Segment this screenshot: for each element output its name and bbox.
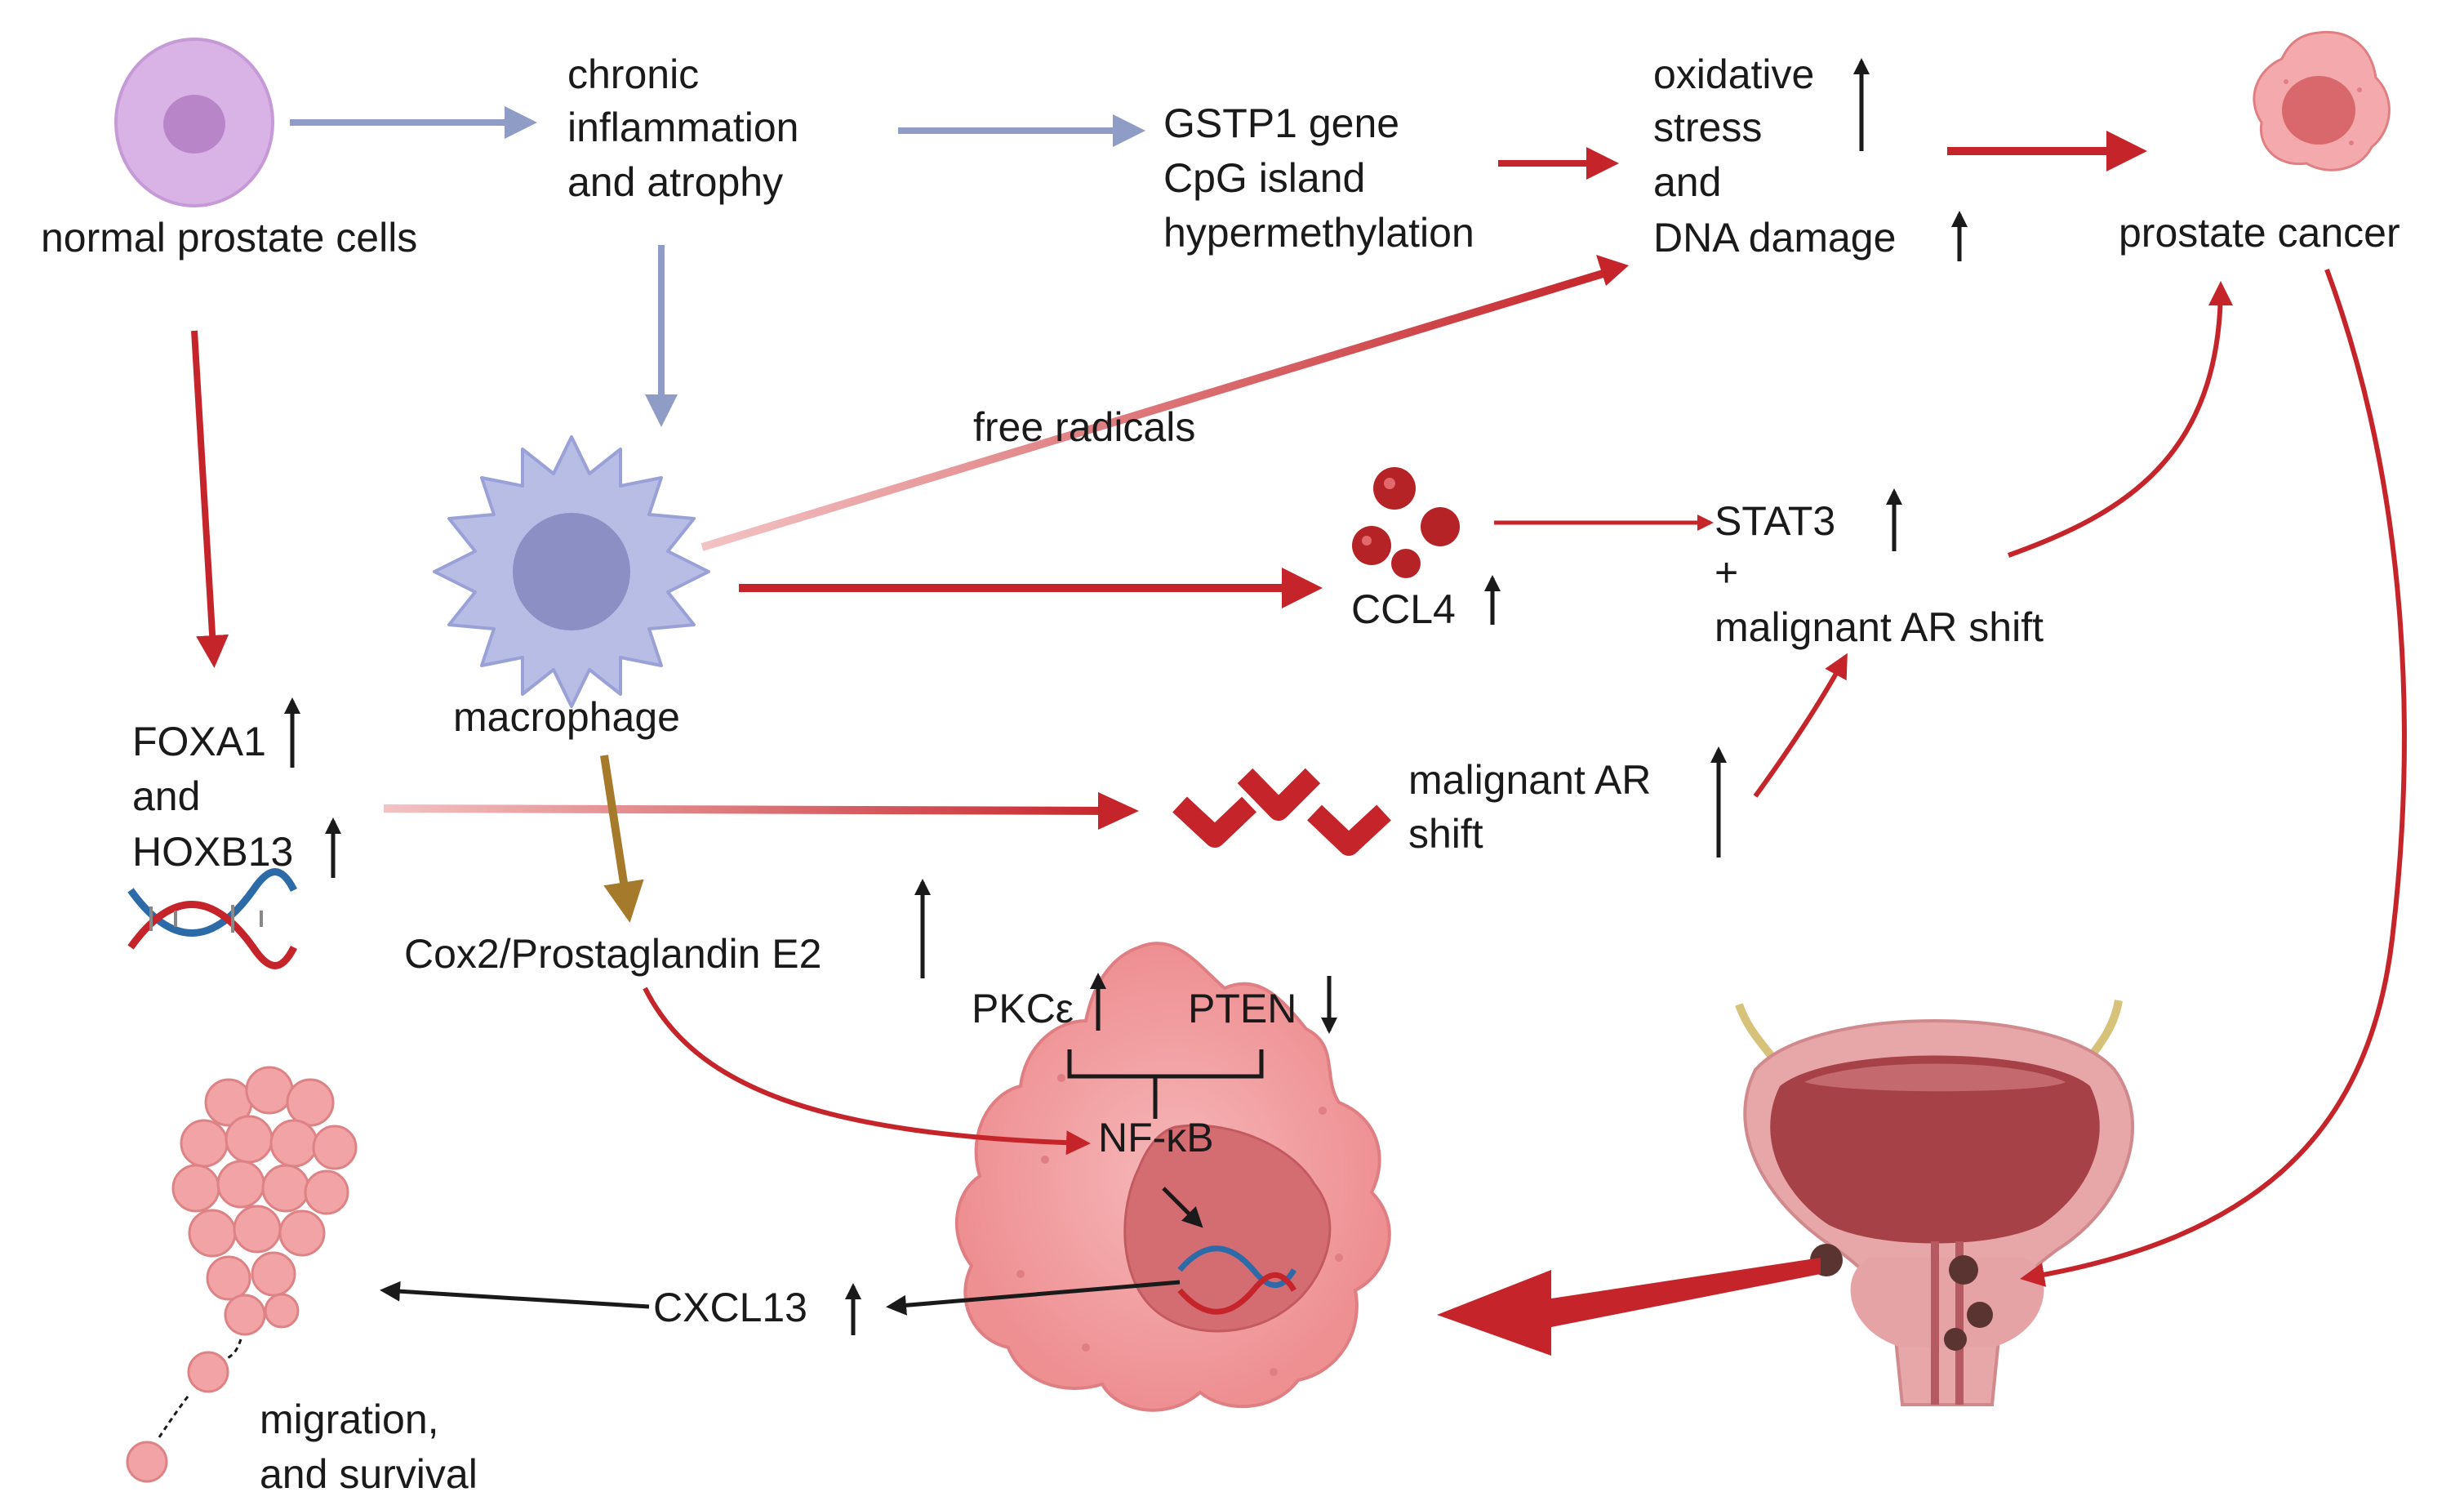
label-inflammation-2: inflammation <box>567 105 798 150</box>
normal-cell-icon <box>114 38 274 207</box>
label-ar-shift-1: malignant AR <box>1408 757 1651 803</box>
label-cxcl13: CXCL13 <box>653 1285 807 1330</box>
label-macrophage: macrophage <box>453 694 680 740</box>
label-stat3-ar-shift: malignant AR shift <box>1715 604 2044 650</box>
label-inflammation-3: and atrophy <box>567 159 783 205</box>
label-gstp1-3: hypermethylation <box>1163 210 1474 256</box>
label-cox2: Cox2/Prostaglandin E2 <box>404 931 821 977</box>
label-migration-1: migration, <box>260 1396 439 1442</box>
label-foxa1: FOXA1 <box>132 719 266 764</box>
label-ccl4: CCL4 <box>1351 586 1456 632</box>
label-gstp1-1: GSTP1 gene <box>1163 100 1399 146</box>
macrophage-icon <box>433 435 710 708</box>
arrow-free-radicals <box>701 265 1618 551</box>
label-oxidative-2: stress <box>1653 105 1762 150</box>
arrow-cancer-to-prostate <box>2020 268 2407 1287</box>
label-foxa1-and: and <box>132 773 200 819</box>
label-nfkb: NF-κB <box>1098 1115 1214 1160</box>
pkce-pten-bracket <box>1067 1049 1264 1119</box>
label-stat3: STAT3 <box>1715 498 1835 544</box>
dna-helix-icon <box>127 868 298 969</box>
arrow-cxcl13-to-migration <box>380 1281 650 1309</box>
label-migration-2: and survival <box>260 1451 478 1497</box>
label-prostate-cancer: prostate cancer <box>2119 210 2400 256</box>
arrow-prostate-to-tumor <box>1437 1258 1821 1356</box>
label-oxidative-4: DNA damage <box>1653 215 1896 261</box>
label-normal-cells: normal prostate cells <box>41 215 417 261</box>
arrow-ar-to-stat3 <box>1753 653 1848 798</box>
arrow-stat3-to-cancer <box>2007 281 2233 558</box>
cancer-cell-icon <box>2253 30 2391 171</box>
ccl4-molecule-icon <box>1352 467 1460 578</box>
label-oxidative-3: and <box>1653 159 1721 205</box>
label-oxidative-1: oxidative <box>1653 51 1814 97</box>
arrow-cox2-to-nfkb <box>643 987 1091 1156</box>
ar-receptor-icon <box>1172 768 1391 856</box>
cell-cluster-icon <box>126 1066 358 1483</box>
prostate-organ-icon <box>1735 1000 2135 1406</box>
label-pkce: PKCε <box>972 986 1074 1031</box>
arrow-normal-to-foxa1 <box>191 330 229 668</box>
label-hoxb13: HOXB13 <box>132 829 293 875</box>
label-inflammation-1: chronic <box>567 51 699 97</box>
arrowhead-foxa1-to-ar <box>1098 792 1139 830</box>
label-stat3-plus: + <box>1715 550 1738 595</box>
arrow-dna-to-cxcl13 <box>886 1280 1181 1316</box>
label-free-radicals: free radicals <box>973 404 1195 450</box>
label-gstp1-2: CpG island <box>1163 155 1365 201</box>
arrow-macrophage-to-cox2 <box>600 755 644 923</box>
arrow-foxa1-to-ar <box>383 804 1119 815</box>
label-pten: PTEN <box>1188 986 1296 1031</box>
arrowhead-free-radicals <box>1596 255 1629 286</box>
arrow-nfkb-to-dna <box>1162 1187 1203 1228</box>
label-ar-shift-2: shift <box>1408 811 1483 857</box>
